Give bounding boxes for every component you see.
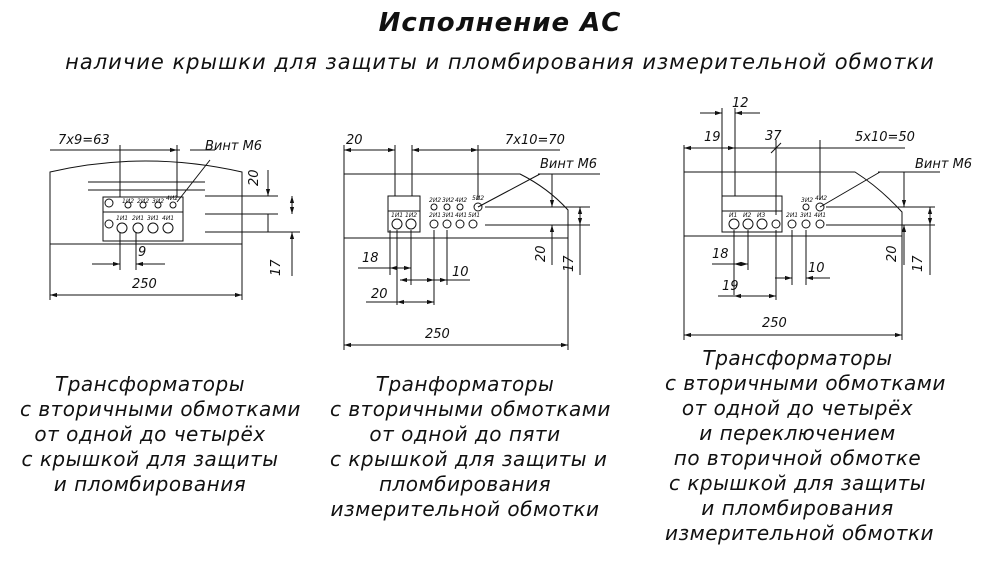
- d2-h20: 20: [534, 245, 549, 262]
- d1-h17: 17: [269, 259, 284, 276]
- d1-pitch-total: 7x9=63: [58, 133, 110, 148]
- d1-terminal-label: 4И2: [166, 195, 178, 202]
- caption-line: Трансформаторы: [702, 346, 893, 370]
- d1-width: 250: [132, 277, 157, 292]
- d3-d18: 18: [712, 247, 729, 262]
- diagram-3-caption: Трансформаторы с вторичными обмотками от…: [665, 346, 946, 546]
- caption-line: от одной до четырёх: [34, 422, 266, 446]
- diagram-2-dimensions: [343, 145, 600, 348]
- d2-d10: 10: [452, 265, 469, 280]
- d2-left: 20: [346, 133, 363, 148]
- d1-terminal-label: 4И1: [162, 215, 174, 222]
- caption-line: измерительной обмотки: [330, 497, 600, 521]
- d3-h17: 17: [911, 255, 926, 272]
- diagram-2-body: [343, 173, 569, 350]
- caption-line: измерительной обмотки: [665, 521, 935, 545]
- d2-pitch-total: 7x10=70: [505, 133, 565, 148]
- d1-pitch: 9: [138, 245, 146, 260]
- d3-terminal-label: 3И2: [801, 197, 813, 204]
- caption-line: и пломбирования: [701, 496, 894, 520]
- caption-line: от одной до пяти: [369, 422, 561, 446]
- caption-line: по вторичной обмотке: [673, 446, 922, 470]
- d2-d18: 18: [362, 251, 379, 266]
- d1-h20: 20: [247, 169, 262, 186]
- d1-terminal-label: 3И2: [152, 198, 164, 205]
- d2-terminal-label: 5И1: [468, 212, 480, 219]
- d3-terminal-label: И2: [743, 212, 751, 219]
- d3-terminal-label: 4И1: [814, 212, 826, 219]
- d2-terminal-label: 1И1: [391, 212, 403, 219]
- caption-line: с крышкой для защиты: [668, 471, 927, 495]
- d2-terminal-label: 1И2: [405, 212, 417, 219]
- d3-d12: 12: [732, 96, 749, 111]
- d1-terminal-label: 2И1: [132, 215, 144, 222]
- caption-line: с крышкой для защиты и: [330, 447, 608, 471]
- caption-line: и пломбирования: [53, 472, 247, 496]
- d3-screw-label: Винт М6: [915, 157, 972, 172]
- caption-line: с крышкой для защиты: [21, 447, 279, 471]
- d3-terminal-label: И3: [757, 212, 765, 219]
- d3-terminal-label: 2И1: [786, 212, 798, 219]
- d3-width: 250: [762, 316, 787, 331]
- diagram-1-caption: Трансформаторы с вторичными обмотками от…: [20, 372, 301, 497]
- caption-line: Транформаторы: [375, 372, 555, 396]
- d3-d19b: 19: [722, 279, 739, 294]
- page-title: Исполнение АС: [378, 8, 622, 38]
- d2-h17: 17: [562, 255, 577, 272]
- d2-d20: 20: [371, 287, 388, 302]
- d3-terminal-label: 3И1: [800, 212, 812, 219]
- d2-screw-label: Винт М6: [540, 157, 597, 172]
- d1-terminal-label: 3И1: [147, 215, 159, 222]
- d3-d10: 10: [808, 261, 825, 276]
- caption-line: с вторичными обмотками: [665, 371, 946, 395]
- d3-d19: 19: [704, 130, 721, 145]
- d2-terminal-label: 3И2: [442, 197, 454, 204]
- d1-screw-label: Винт М6: [205, 139, 262, 154]
- d2-terminal-label: 5И2: [472, 195, 484, 202]
- d1-terminal-label: 1И2: [122, 198, 134, 205]
- caption-line: с вторичными обмотками: [20, 397, 301, 421]
- caption-line: от одной до четырёх: [681, 396, 914, 420]
- d3-terminal-label: 4И2: [815, 195, 827, 202]
- diagram-1-dimensions: [50, 145, 300, 298]
- caption-line: и переключением: [699, 421, 896, 445]
- d3-terminal-label: И1: [729, 212, 737, 219]
- d3-d37: 37: [765, 129, 782, 144]
- d2-terminal-label: 3И1: [442, 212, 454, 219]
- d2-terminal-label: 2И1: [429, 212, 441, 219]
- caption-line: пломбирования: [378, 472, 552, 496]
- d2-terminal-label: 4И1: [455, 212, 467, 219]
- d1-terminal-label: 2И2: [137, 198, 149, 205]
- caption-line: с вторичными обмотками: [330, 397, 611, 421]
- caption-line: Трансформаторы: [55, 372, 245, 396]
- diagram-1-body: [49, 160, 243, 300]
- d2-terminal-label: 4И2: [455, 197, 467, 204]
- diagram-2-caption: Транформаторы с вторичными обмотками от …: [330, 372, 611, 522]
- d2-terminal-label: 2И2: [429, 197, 441, 204]
- d3-h20: 20: [885, 245, 900, 262]
- d1-terminal-label: 1И1: [116, 215, 128, 222]
- d3-pitch-total: 5x10=50: [855, 130, 915, 145]
- diagram-3-body: [683, 171, 903, 340]
- page-subtitle: наличие крышки для защиты и пломбировани…: [65, 50, 935, 74]
- diagram-3-dimensions: [683, 108, 940, 338]
- d2-width: 250: [425, 327, 450, 342]
